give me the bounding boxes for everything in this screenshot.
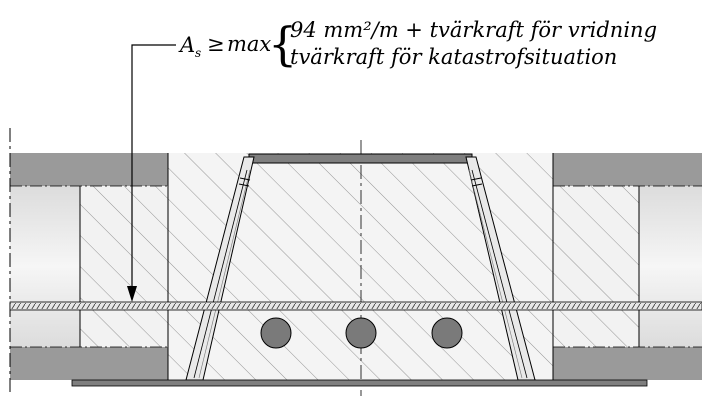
leader-line: [131, 44, 176, 290]
rebar-ribs: [10, 303, 702, 309]
joint-infill: [167, 140, 554, 396]
formula-case-2: tvärkraft för katastrofsituation: [290, 45, 617, 69]
bottom-steel-plate: [71, 379, 648, 387]
left-anchor-tick-1: [239, 177, 251, 181]
left-grout-hatch: [80, 186, 168, 347]
formula: A s ≥ max { 94 mm²/m + tvärkraft för vri…: [178, 17, 657, 71]
right-slab-top-flange: [553, 153, 702, 186]
formula-lhs-symbol: A: [178, 33, 195, 57]
anchor-bars: [185, 153, 536, 381]
left-anchor-bar-core: [193, 169, 248, 379]
formula-function: max: [227, 32, 271, 56]
rebar-bar: [9, 301, 702, 311]
ducts: [260, 317, 463, 349]
duct-circle-3: [431, 317, 463, 349]
formula-brace: {: [268, 17, 297, 71]
left-slab-element: [9, 128, 168, 395]
right-anchor-bar-core: [471, 169, 528, 379]
left-slab-top-flange: [10, 153, 168, 186]
left-anchor-tick-2: [238, 183, 250, 187]
duct-circle-1: [260, 317, 292, 349]
formula-case-1: 94 mm²/m + tvärkraft för vridning: [290, 18, 657, 42]
right-anchor-bar-core-2: [468, 169, 523, 379]
left-anchor-bar-core-2: [198, 169, 251, 379]
right-slab-bottom-flange: [553, 347, 702, 380]
top-steel-plate: [248, 153, 473, 164]
right-slab-element: [553, 153, 702, 380]
formula-lhs-subscript: s: [195, 46, 201, 60]
leader-arrow: [127, 44, 176, 302]
right-grout-hatch: [553, 186, 639, 347]
right-anchor-tick-1: [470, 177, 482, 181]
right-anchor-tick-2: [471, 183, 483, 187]
left-slab-bottom-flange: [10, 347, 168, 380]
duct-circle-2: [345, 317, 377, 349]
leader-arrowhead: [127, 286, 137, 302]
formula-operator: ≥: [207, 32, 225, 56]
